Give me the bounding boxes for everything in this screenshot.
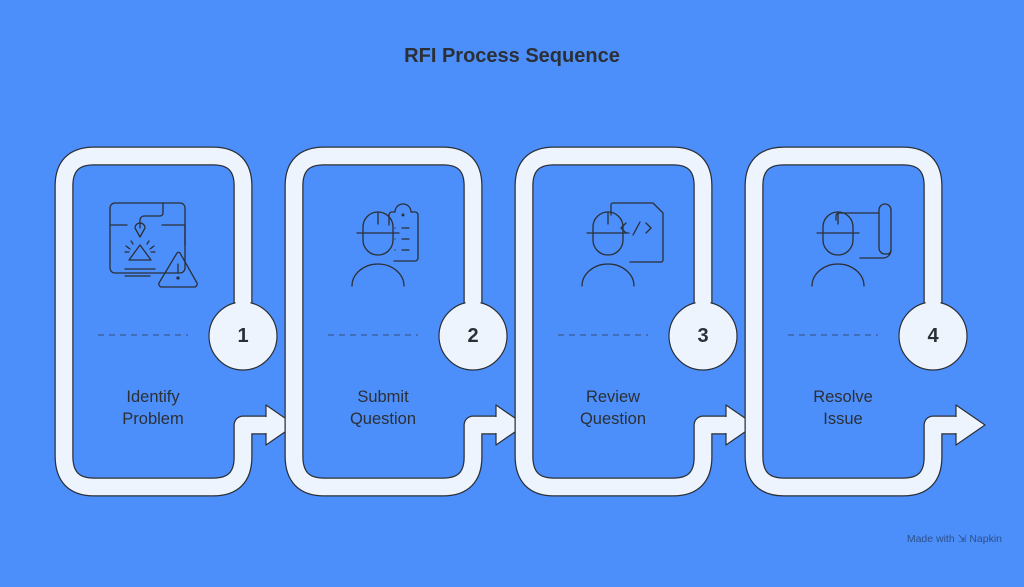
diagram-title: RFI Process Sequence [404,45,620,67]
step-label-line2: Problem [122,410,184,428]
step-label-line1: Resolve [813,388,873,406]
band-neck [465,290,481,305]
step-number: 4 [927,325,939,347]
worker-clipboard-icon [351,203,419,287]
step-number: 2 [467,325,479,347]
worker-blueprint-scroll-icon [811,203,892,287]
step-label-line2: Question [349,410,417,428]
arrow-joint [952,417,958,433]
step-label-line2: Question [579,410,647,428]
step-label-line1: Review [585,388,641,406]
made-with-napkin-credit: Made with ⇲ Napkin [906,533,1002,545]
arrow-head-icon [955,404,986,446]
band-neck [925,290,941,305]
connector-band [515,147,742,496]
step-number: 1 [237,325,249,347]
step-label-line2: Issue [823,410,863,428]
blueprint-warning-icon [109,202,198,288]
band-neck [695,290,711,305]
connector-band [55,147,282,496]
arrow-joint [262,417,268,433]
step-4 [744,146,986,497]
arrow-joint [722,417,728,433]
connector-band [745,147,972,496]
step-number: 3 [697,325,709,347]
step-3 [514,146,756,497]
connector-band [285,147,512,496]
step-label-line1: Submit [357,388,409,406]
step-2 [284,146,526,497]
band-neck [235,290,251,305]
arrow-joint [492,417,498,433]
step-label-line1: Identify [126,388,180,406]
step-1 [54,146,296,497]
worker-code-document-icon [581,202,664,287]
